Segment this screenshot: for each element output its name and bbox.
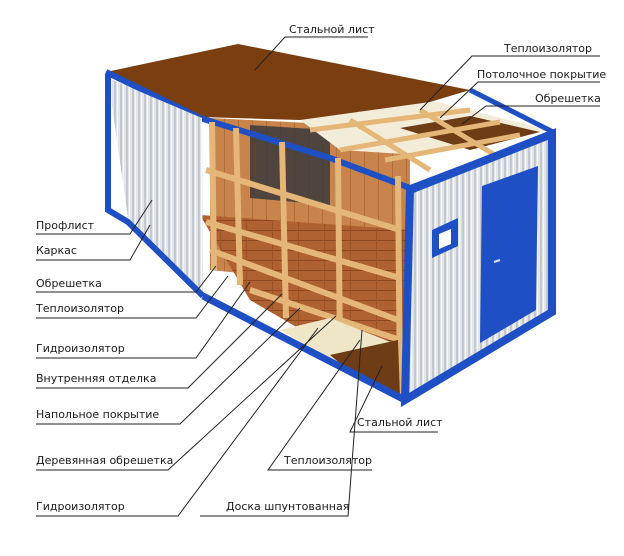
label-thermal-insulator-bottom: Теплоизолятор <box>284 454 372 467</box>
label-thermal-insulator-top: Теплоизолятор <box>504 42 592 55</box>
bottom-steel-sheet <box>330 340 400 396</box>
label-thermal-insulator-left: Теплоизолятор <box>36 302 124 315</box>
door-handle <box>493 259 501 263</box>
leader-lines <box>36 36 600 517</box>
left-frame-edge <box>105 74 206 299</box>
roof-steel-sheet <box>106 44 470 120</box>
label-frame: Каркас <box>36 244 77 257</box>
door-icon <box>480 166 538 343</box>
ceiling-beams <box>309 107 521 173</box>
label-profiled-sheet: Профлист <box>36 219 95 232</box>
roof-back-edge <box>468 87 557 136</box>
label-wooden-lathing: Деревянная обрешетка <box>36 454 174 467</box>
company-logo-icon <box>432 218 458 258</box>
label-lathing-top: Обрешетка <box>535 92 601 105</box>
label-tongue-groove-board: Доска шпунтованная <box>226 500 350 513</box>
label-waterproofing-bottom: Гидроизолятор <box>36 500 125 513</box>
label-ceiling-covering: Потолочное покрытие <box>477 68 607 81</box>
bottom-frame-edge <box>201 292 407 404</box>
label-floor-covering: Напольное покрытие <box>36 408 160 421</box>
label-steel-sheet-bottom: Стальной лист <box>357 416 443 429</box>
ceiling-panels <box>400 116 540 150</box>
interior-dark-panel <box>250 125 330 205</box>
label-steel-sheet-top: Стальной лист <box>289 23 375 36</box>
label-lathing-left: Обрешетка <box>36 277 102 290</box>
label-interior-finish: Внутренняя отделка <box>36 372 157 385</box>
profiled-sheet-wall <box>108 78 203 292</box>
end-wall-frame <box>400 128 556 408</box>
label-waterproofing-left: Гидроизолятор <box>36 342 125 355</box>
